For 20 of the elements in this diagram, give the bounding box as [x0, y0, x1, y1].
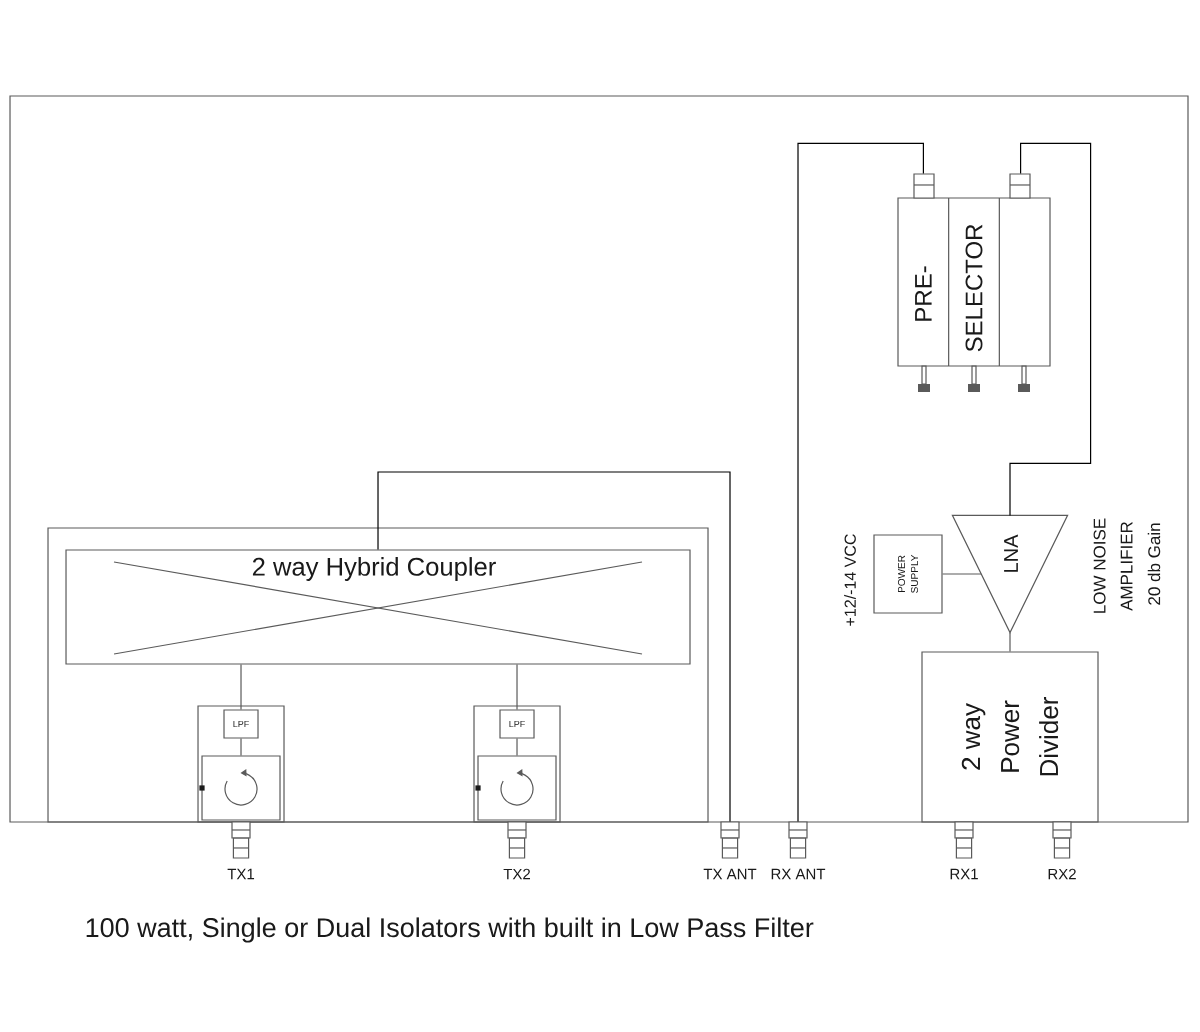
coupler-box: 2 way Hybrid Coupler: [65, 549, 691, 665]
connection-line: [942, 573, 982, 575]
voltage-label: +12/-14 VCC: [844, 534, 856, 626]
connection-line: [1009, 142, 1092, 516]
amplifier-triangle: LNA: [951, 514, 1069, 634]
preselector-box: PRE- SELECTOR: [897, 197, 1051, 367]
housing-box: [47, 527, 709, 823]
enclosure-frame: [9, 95, 1189, 823]
isolator-box: [473, 705, 561, 823]
connection-line: [1009, 632, 1011, 652]
isolator-box: [197, 705, 285, 823]
connection-line: [797, 142, 924, 822]
connection-line: [240, 664, 242, 710]
connection-line: [516, 738, 518, 756]
connection-line: [240, 738, 242, 756]
amplifier-note: 20 db Gain: [1147, 523, 1161, 605]
caption: 100 watt, Single or Dual Isolators with built in Low Pass Filter: [86, 917, 814, 943]
connection-line: [516, 664, 518, 710]
connection-line: [377, 471, 731, 822]
amplifier-note: LOW NOISE AMPLIFIER: [1093, 518, 1133, 613]
